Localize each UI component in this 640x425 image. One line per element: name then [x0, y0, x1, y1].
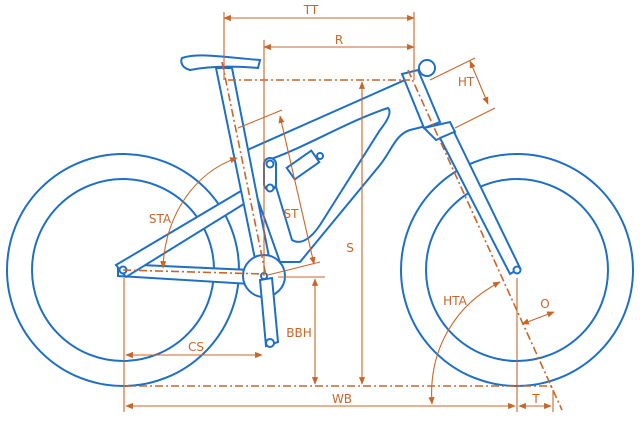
label-hta: HTA [443, 294, 467, 308]
label-o: O [540, 297, 549, 311]
crank-arm [258, 276, 280, 348]
label-cs: CS [188, 340, 204, 354]
label-wb: WB [332, 392, 352, 406]
saddle [180, 54, 262, 72]
label-s: S [346, 241, 354, 255]
label-r: R [335, 33, 343, 47]
label-sta: STA [149, 212, 172, 226]
label-t: T [531, 392, 540, 406]
label-bbh: BBH [286, 326, 312, 340]
dimension-lines [122, 12, 563, 412]
stem-cap [418, 59, 436, 77]
label-st: ST [284, 207, 300, 221]
label-tt: TT [303, 3, 319, 17]
head-tube [400, 68, 442, 130]
fork [438, 130, 522, 276]
label-ht: HT [458, 75, 475, 89]
